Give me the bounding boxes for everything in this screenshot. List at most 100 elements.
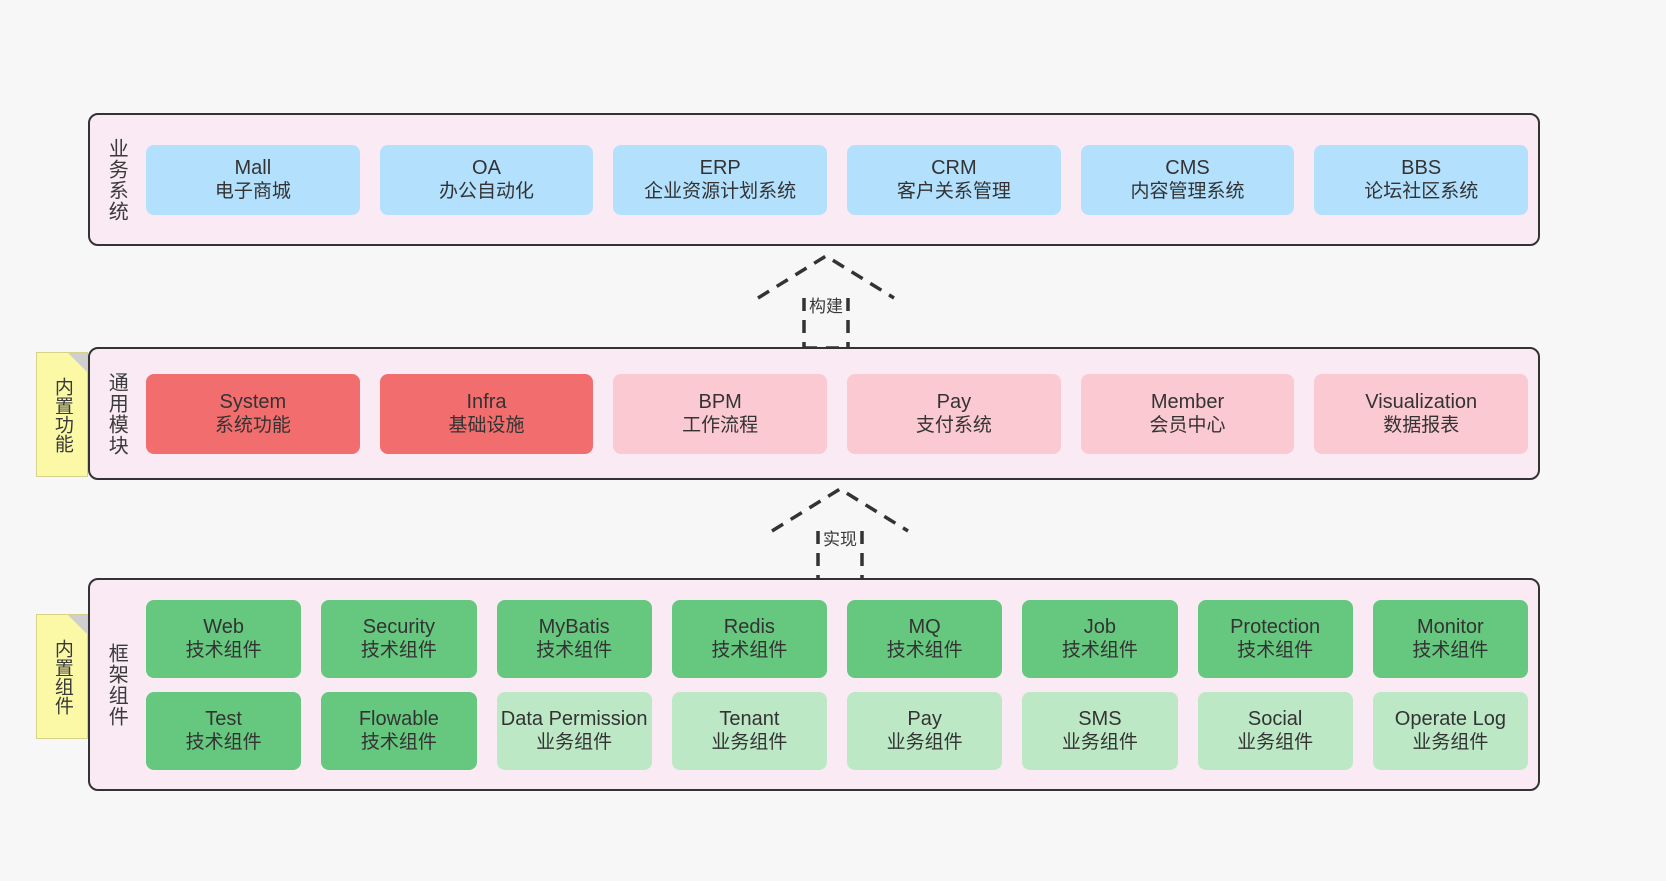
card-subtitle: 业务组件 (1061, 732, 1138, 754)
card-title: CMS (1165, 156, 1210, 179)
card-title: Tenant (719, 707, 780, 730)
card-web[interactable]: Web 技术组件 (146, 599, 302, 678)
card-subtitle: 技术组件 (1061, 640, 1138, 662)
card-flowable[interactable]: Flowable 技术组件 (321, 691, 477, 770)
card-subtitle: 支付系统 (915, 415, 992, 437)
note-builtin-functions: 内置功能 (36, 352, 88, 477)
card-mall[interactable]: Mall 电子商城 (146, 144, 360, 215)
layer-body-common-modules: System 系统功能 Infra 基础设施 BPM 工作流程 Pay 支付系统… (142, 349, 1538, 478)
card-subtitle: 论坛社区系统 (1364, 181, 1479, 203)
card-subtitle: 技术组件 (536, 640, 613, 662)
card-operate-log[interactable]: Operate Log 业务组件 (1372, 691, 1528, 770)
card-crm[interactable]: CRM 客户关系管理 (847, 144, 1061, 215)
card-subtitle: 会员中心 (1149, 415, 1226, 437)
card-title: Pay (907, 707, 942, 730)
layer-business-systems: 业务系统 Mall 电子商城 OA 办公自动化 ERP 企业资源计划系统 CRM… (88, 113, 1540, 246)
card-subtitle: 工作流程 (682, 415, 759, 437)
connector-build: 构建 (736, 250, 916, 350)
card-title: Security (362, 615, 435, 638)
card-visualization[interactable]: Visualization 数据报表 (1314, 373, 1529, 454)
card-job[interactable]: Job 技术组件 (1022, 599, 1178, 678)
layer-body-business-systems: Mall 电子商城 OA 办公自动化 ERP 企业资源计划系统 CRM 客户关系… (142, 115, 1538, 244)
layer-title-framework-components: 框架组件 (105, 642, 128, 727)
card-subtitle: 业务组件 (711, 732, 788, 754)
connector-implement: 实现 (750, 483, 930, 583)
card-title: BBS (1401, 156, 1442, 179)
card-subtitle: 电子商城 (214, 181, 291, 203)
card-subtitle: 业务组件 (536, 732, 613, 754)
card-social[interactable]: Social 业务组件 (1197, 691, 1353, 770)
card-title: Visualization (1365, 390, 1478, 413)
card-subtitle: 技术组件 (185, 640, 262, 662)
card-subtitle: 基础设施 (448, 415, 525, 437)
card-subtitle: 技术组件 (886, 640, 963, 662)
card-redis[interactable]: Redis 技术组件 (671, 599, 827, 678)
card-title: SMS (1078, 707, 1122, 730)
card-mybatis[interactable]: MyBatis 技术组件 (496, 599, 652, 678)
card-pay[interactable]: Pay 支付系统 (847, 373, 1061, 454)
card-row: Test 技术组件 Flowable 技术组件 Data Permission … (146, 691, 1528, 770)
connector-label: 实现 (823, 530, 857, 549)
card-bbs[interactable]: BBS 论坛社区系统 (1314, 144, 1529, 215)
card-mq[interactable]: MQ 技术组件 (847, 599, 1003, 678)
card-subtitle: 业务组件 (886, 732, 963, 754)
card-subtitle: 客户关系管理 (896, 181, 1011, 203)
card-title: Member (1150, 390, 1225, 413)
card-row: Mall 电子商城 OA 办公自动化 ERP 企业资源计划系统 CRM 客户关系… (146, 144, 1529, 215)
card-title: Redis (723, 615, 775, 638)
card-oa[interactable]: OA 办公自动化 (379, 144, 594, 215)
card-title: ERP (699, 156, 741, 179)
card-title: Data Permission (500, 707, 648, 730)
card-subtitle: 企业资源计划系统 (644, 181, 797, 203)
card-subtitle: 技术组件 (711, 640, 788, 662)
layer-framework-components: 框架组件 Web 技术组件 Security 技术组件 MyBatis 技术组件… (88, 578, 1540, 791)
card-subtitle: 内容管理系统 (1130, 181, 1245, 203)
card-subtitle: 业务组件 (1237, 732, 1314, 754)
card-title: Monitor (1417, 615, 1484, 638)
card-monitor[interactable]: Monitor 技术组件 (1372, 599, 1528, 678)
card-erp[interactable]: ERP 企业资源计划系统 (613, 144, 828, 215)
layer-body-framework-components: Web 技术组件 Security 技术组件 MyBatis 技术组件 Redi… (142, 580, 1538, 789)
layer-title-business-systems: 业务系统 (105, 137, 128, 222)
card-title: Social (1247, 707, 1303, 730)
card-subtitle: 业务组件 (1412, 732, 1489, 754)
card-pay-business[interactable]: Pay 业务组件 (847, 691, 1003, 770)
arrowhead-triangle (771, 486, 909, 533)
card-system[interactable]: System 系统功能 (146, 373, 360, 454)
card-cms[interactable]: CMS 内容管理系统 (1080, 144, 1295, 215)
card-test[interactable]: Test 技术组件 (146, 691, 302, 770)
card-title: OA (472, 156, 501, 179)
card-title: Pay (936, 390, 972, 413)
card-subtitle: 办公自动化 (439, 181, 535, 203)
card-subtitle: 技术组件 (360, 732, 437, 754)
card-title: Web (203, 615, 244, 638)
card-title: Flowable (358, 707, 439, 730)
card-member[interactable]: Member 会员中心 (1080, 373, 1295, 454)
card-protection[interactable]: Protection 技术组件 (1197, 599, 1353, 678)
card-title: Mall (234, 156, 272, 179)
note-builtin-components: 内置组件 (36, 614, 88, 739)
card-sms[interactable]: SMS 业务组件 (1022, 691, 1178, 770)
card-row: Web 技术组件 Security 技术组件 MyBatis 技术组件 Redi… (146, 599, 1528, 678)
layer-common-modules: 通用模块 System 系统功能 Infra 基础设施 BPM 工作流程 Pay… (88, 347, 1540, 480)
card-data-permission[interactable]: Data Permission 业务组件 (496, 691, 652, 770)
card-title: CRM (931, 156, 977, 179)
card-row: System 系统功能 Infra 基础设施 BPM 工作流程 Pay 支付系统… (146, 373, 1529, 454)
card-subtitle: 技术组件 (1237, 640, 1314, 662)
card-bpm[interactable]: BPM 工作流程 (613, 373, 828, 454)
card-subtitle: 技术组件 (185, 732, 262, 754)
card-subtitle: 技术组件 (1412, 640, 1489, 662)
card-title: MQ (908, 615, 941, 638)
card-title: Operate Log (1394, 707, 1506, 730)
card-subtitle: 系统功能 (214, 415, 291, 437)
card-subtitle: 技术组件 (360, 640, 437, 662)
card-title: BPM (698, 390, 742, 413)
card-security[interactable]: Security 技术组件 (321, 599, 477, 678)
card-title: Infra (466, 390, 507, 413)
card-title: Protection (1230, 615, 1321, 638)
arrowhead-triangle (757, 253, 895, 300)
layer-title-common-modules: 通用模块 (105, 371, 128, 456)
card-infra[interactable]: Infra 基础设施 (379, 373, 594, 454)
card-subtitle: 数据报表 (1383, 415, 1460, 437)
card-tenant[interactable]: Tenant 业务组件 (671, 691, 827, 770)
